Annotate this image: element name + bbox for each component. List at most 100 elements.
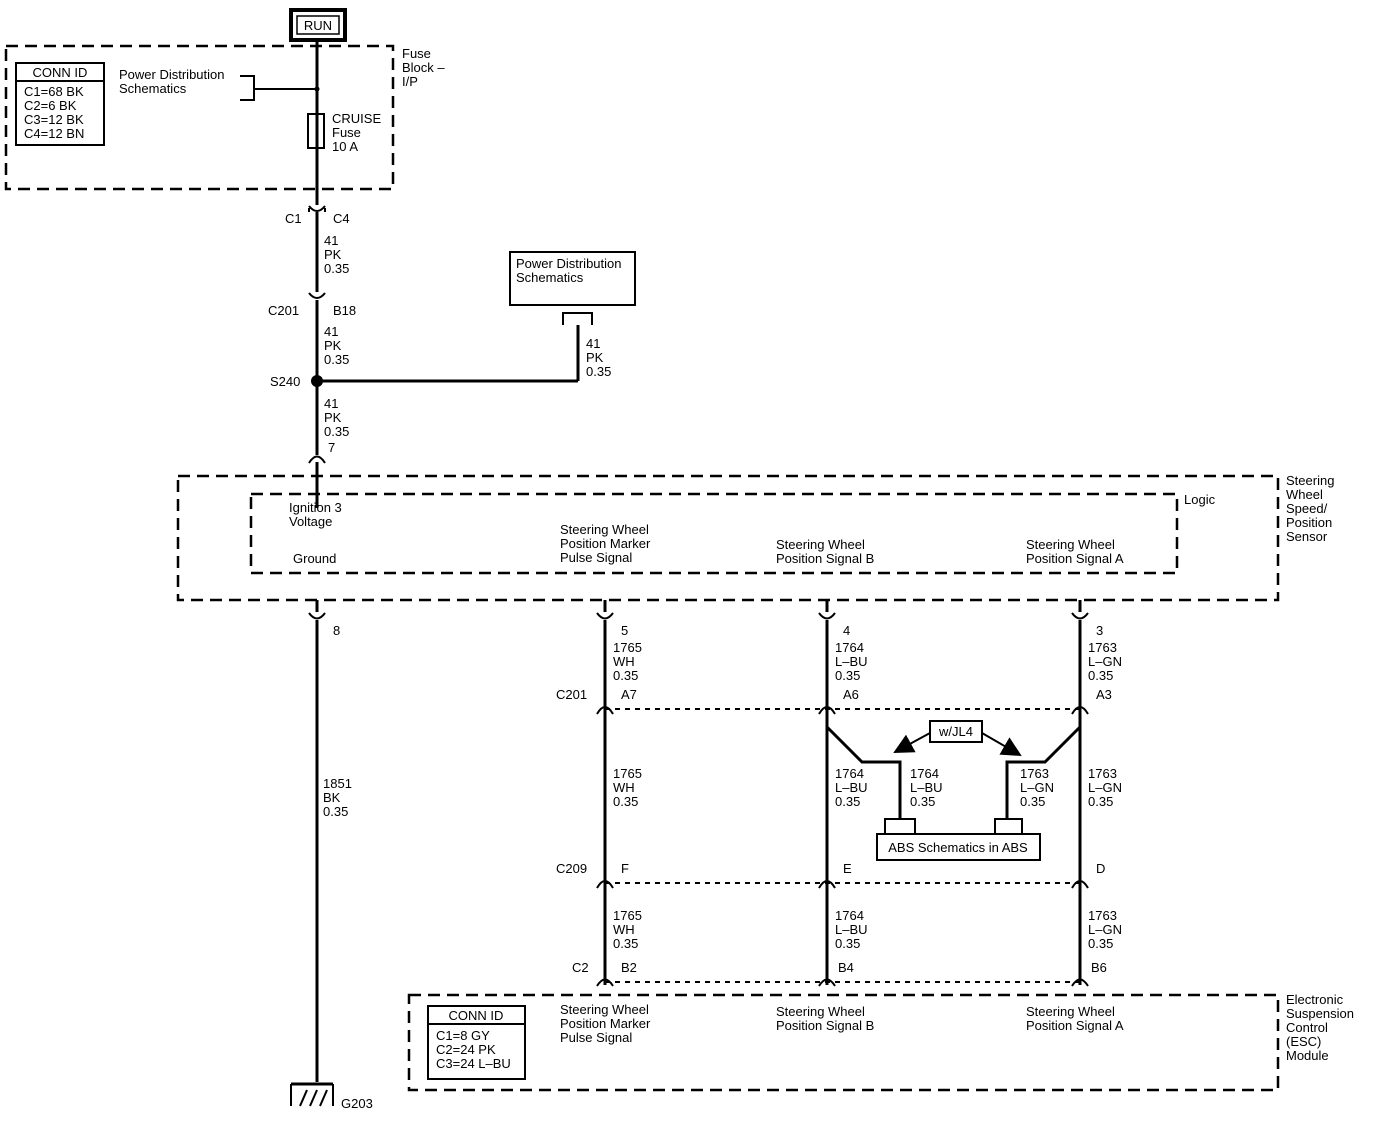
wire-label: L–GN xyxy=(1088,654,1122,669)
wire-label: 0.35 xyxy=(324,261,349,276)
signal-b-label-2: Position Signal B xyxy=(776,551,874,566)
wire-label: 0.35 xyxy=(586,364,611,379)
wire-label: 0.35 xyxy=(1020,794,1045,809)
wire-label: 1765 xyxy=(613,908,642,923)
ground-icon xyxy=(290,1082,334,1107)
wire-label: 0.35 xyxy=(613,936,638,951)
esc-module: Electronic Suspension Control (ESC) Modu… xyxy=(407,992,1354,1092)
conn-id-row: C1=68 BK xyxy=(24,84,84,99)
sensor-name-3: Speed/ xyxy=(1286,501,1328,516)
wire-label: 1764 xyxy=(835,766,864,781)
wire-label: L–BU xyxy=(910,780,943,795)
connector-label-c209: C209 xyxy=(556,861,587,876)
wire-label: 0.35 xyxy=(1088,936,1113,951)
wire-label: 0.35 xyxy=(1088,668,1113,683)
signal-b-label-1: Steering Wheel xyxy=(776,537,865,552)
connector-c1-c4 xyxy=(308,205,326,212)
wire-label: 41 xyxy=(324,233,338,248)
sensor-name-2: Wheel xyxy=(1286,487,1323,502)
esc-signal-a-label-1: Steering Wheel xyxy=(1026,1004,1115,1019)
wire-label: L–BU xyxy=(835,922,868,937)
fuse-label-3: 10 A xyxy=(332,139,358,154)
wire-label: 1764 xyxy=(835,908,864,923)
esc-marker-label-1: Steering Wheel xyxy=(560,1002,649,1017)
connector-label-c2: C2 xyxy=(572,960,589,975)
wire-label: 0.35 xyxy=(613,668,638,683)
wire-label: 0.35 xyxy=(835,668,860,683)
signal-a-circuit: 3 1763 L–GN 0.35 1763 L–GN 0.35 1763 L–G… xyxy=(1071,600,1122,985)
pin-label-b6: B6 xyxy=(1091,960,1107,975)
ground-label: Ground xyxy=(293,551,336,566)
esc-signal-b-label-2: Position Signal B xyxy=(776,1018,874,1033)
wire-label: L–BU xyxy=(835,654,868,669)
signal-b-circuit: 4 1764 L–BU 0.35 1764 L–BU 0.35 1764 L–B… xyxy=(818,600,868,985)
marker-label-3: Pulse Signal xyxy=(560,550,632,565)
arrow-icon xyxy=(981,732,1022,757)
abs-reference-box xyxy=(876,833,1041,861)
wire-label: 1764 xyxy=(835,640,864,655)
marker-label-2: Position Marker xyxy=(560,536,651,551)
esc-signal-a-label-2: Position Signal A xyxy=(1026,1018,1124,1033)
pin-label-a7: A7 xyxy=(621,687,637,702)
steering-wheel-sensor: Logic Steering Wheel Speed/ Position Sen… xyxy=(176,473,1334,602)
wire-label: L–GN xyxy=(1020,780,1054,795)
wire-label: 1764 xyxy=(910,766,939,781)
wire-label: 1763 xyxy=(1088,766,1117,781)
esc-marker-label-2: Position Marker xyxy=(560,1016,651,1031)
conn-id-row: C1=8 GY xyxy=(436,1028,490,1043)
wire-label: WH xyxy=(613,780,635,795)
wire-label: 1765 xyxy=(613,766,642,781)
wire-label: 41 xyxy=(324,396,338,411)
splice-label-s240: S240 xyxy=(270,374,300,389)
signal-a-label-2: Position Signal A xyxy=(1026,551,1124,566)
esc-name-4: (ESC) xyxy=(1286,1034,1321,1049)
esc-name-2: Suspension xyxy=(1286,1006,1354,1021)
wire-label: 0.35 xyxy=(324,352,349,367)
signal-marker-circuit: 5 1765 WH 0.35 1765 WH 0.35 1765 WH 0.35 xyxy=(596,600,642,985)
wire-label: L–BU xyxy=(835,780,868,795)
run-label: RUN xyxy=(304,18,332,33)
conn-id-row: C4=12 BN xyxy=(24,126,84,141)
connector-label-c4: C4 xyxy=(333,211,350,226)
pin-label-a3: A3 xyxy=(1096,687,1112,702)
wire-label: 0.35 xyxy=(835,936,860,951)
pin-label-5: 5 xyxy=(621,623,628,638)
conn-id-row: C2=6 BK xyxy=(24,98,77,113)
wire-label: 0.35 xyxy=(323,804,348,819)
wire-label: L–GN xyxy=(1088,780,1122,795)
pin-label-b4: B4 xyxy=(838,960,854,975)
pds-reference-label-2: Schematics xyxy=(119,81,187,96)
wire-label: 1763 xyxy=(1020,766,1049,781)
esc-name-3: Control xyxy=(1286,1020,1328,1035)
signal-a-label-1: Steering Wheel xyxy=(1026,537,1115,552)
pin-label-b2: B2 xyxy=(621,960,637,975)
pin-label-7: 7 xyxy=(328,440,335,455)
ground-id: G203 xyxy=(341,1096,373,1111)
wire-label: 1763 xyxy=(1088,908,1117,923)
pin-label-3: 3 xyxy=(1096,623,1103,638)
wire-label: PK xyxy=(586,350,604,365)
ignition-label-2: Voltage xyxy=(289,514,332,529)
wire-label: 0.35 xyxy=(910,794,935,809)
sensor-name-5: Sensor xyxy=(1286,529,1328,544)
connector-c2-row: C2 B2 B4 B6 xyxy=(572,960,1107,987)
wire-label: L–GN xyxy=(1088,922,1122,937)
pds-reference-box: Power Distribution Schematics 41 PK 0.35 xyxy=(509,251,636,379)
pds-box-label-2: Schematics xyxy=(516,270,584,285)
wire-label: 0.35 xyxy=(1088,794,1113,809)
wire-label: PK xyxy=(324,338,342,353)
abs-reference-label: ABS Schematics in ABS xyxy=(888,840,1028,855)
pds-reference-bracket xyxy=(240,75,255,101)
fuse-block: Fuse Block – I/P CONN ID C1=68 BK C2=6 B… xyxy=(4,44,445,191)
conn-id-title: CONN ID xyxy=(33,65,88,80)
sensor-name-4: Position xyxy=(1286,515,1332,530)
wire-label: 41 xyxy=(586,336,600,351)
esc-signal-b-label-1: Steering Wheel xyxy=(776,1004,865,1019)
wire-label: 41 xyxy=(324,324,338,339)
wire-label: WH xyxy=(613,654,635,669)
connector-pin-8 xyxy=(308,612,326,620)
wire-label: PK xyxy=(324,247,342,262)
option-badge xyxy=(929,720,983,743)
wire-label: WH xyxy=(613,922,635,937)
